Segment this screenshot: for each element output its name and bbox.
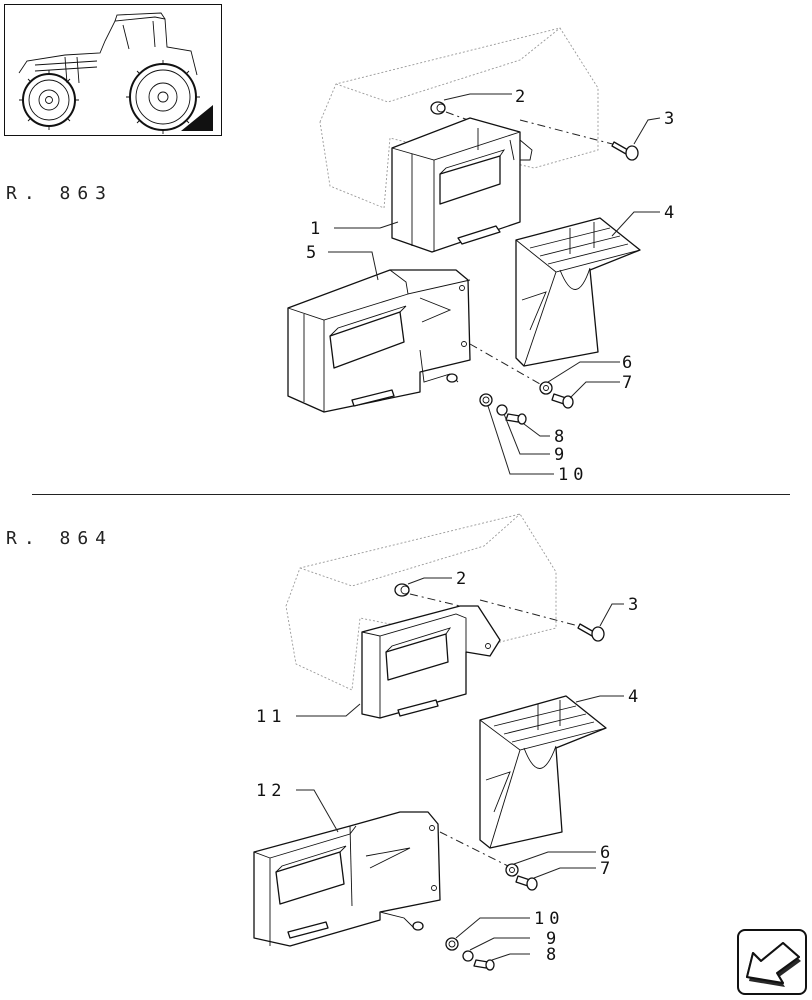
nut-part	[430, 101, 446, 115]
section-864-drawing	[253, 513, 624, 971]
callout-4: 4	[664, 203, 679, 223]
single-weight-bracket-part	[361, 605, 501, 719]
callout-labels: 1 2 3 4 5 6 7 8 9 10 2 3 11 4 12 6 7 10 …	[256, 87, 679, 965]
callout-6: 6	[622, 353, 637, 373]
tractor-thumbnail-icon[interactable]	[4, 4, 222, 136]
callout-3: 3	[628, 595, 643, 615]
section-863-drawing	[287, 27, 661, 475]
washer-part	[539, 381, 553, 395]
callout-9: 9	[554, 445, 569, 465]
callout-10: 10	[534, 909, 564, 929]
screw-part	[551, 393, 574, 409]
next-page-arrow-icon[interactable]	[737, 929, 807, 995]
bushing-part	[445, 937, 459, 951]
callout-10: 10	[558, 465, 588, 485]
callout-9: 9	[546, 929, 561, 949]
nut-part	[394, 583, 410, 597]
callout-2: 2	[515, 87, 530, 107]
screw-part	[473, 959, 489, 969]
callout-12: 12	[256, 781, 286, 801]
callout-7: 7	[622, 373, 637, 393]
section-divider	[32, 494, 790, 495]
step-frame-part	[515, 217, 641, 367]
callout-4: 4	[628, 687, 643, 707]
callout-3: 3	[664, 109, 679, 129]
bolt-part	[577, 623, 605, 642]
callout-2: 2	[456, 569, 471, 589]
bolt-part	[611, 141, 639, 161]
section-reference-864: R. 864	[6, 528, 114, 549]
washer-part	[496, 404, 508, 416]
screw-part	[505, 413, 521, 423]
step-frame-part	[479, 695, 607, 849]
washer-part	[505, 863, 519, 877]
weight-bracket-assembly-part	[253, 811, 441, 947]
weight-bracket-part	[391, 117, 533, 253]
callout-1: 1	[310, 219, 325, 239]
screw-part	[515, 875, 538, 891]
bushing-part	[479, 393, 493, 407]
callout-8: 8	[554, 427, 569, 447]
callout-7: 7	[600, 859, 615, 879]
callout-5: 5	[306, 243, 321, 263]
washer-part	[462, 950, 474, 962]
callout-11: 11	[256, 707, 286, 727]
weight-bracket-assembly-part	[287, 269, 471, 413]
section-reference-863: R. 863	[6, 183, 114, 204]
callout-6: 6	[600, 843, 615, 863]
callout-8: 8	[546, 945, 561, 965]
